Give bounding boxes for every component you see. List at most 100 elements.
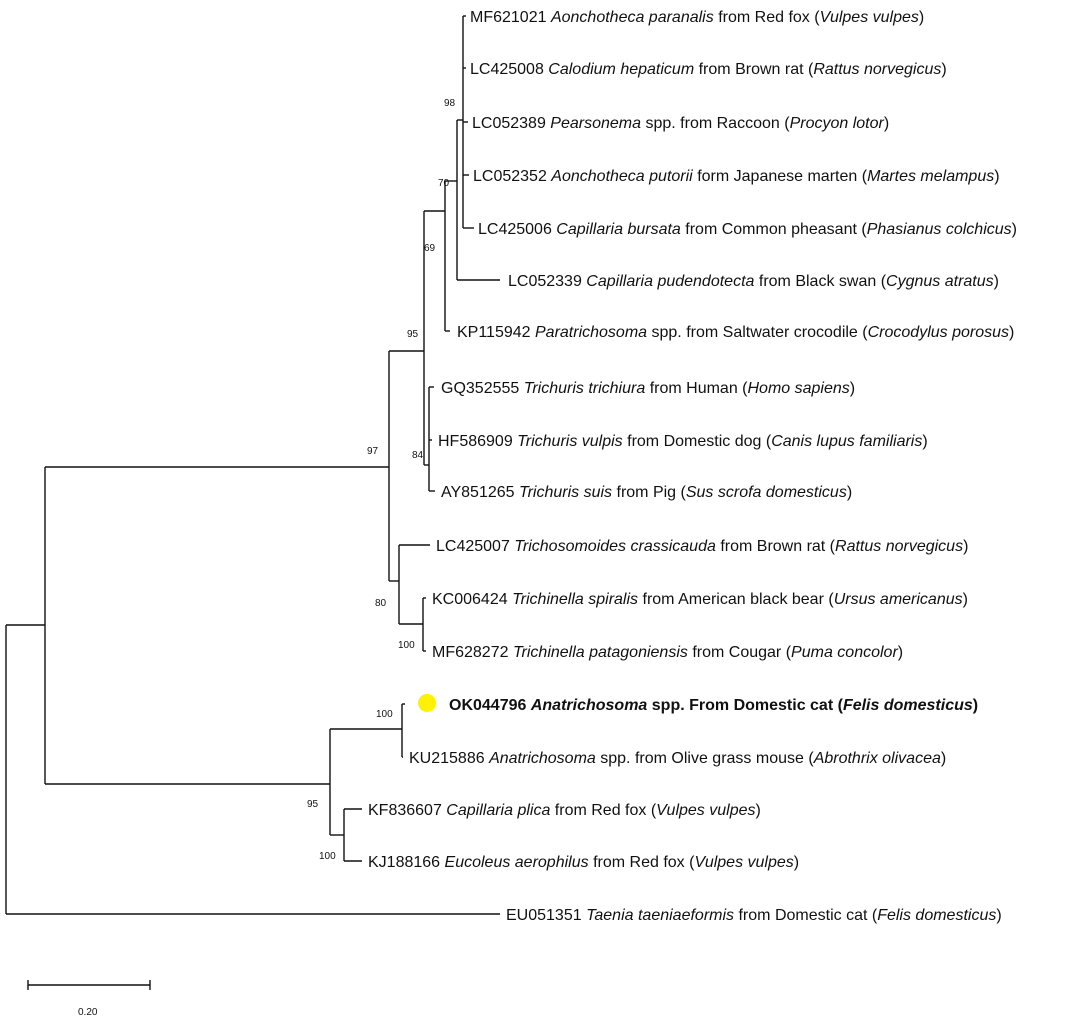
leaf-label: LC425006 Capillaria bursata from Common … <box>478 221 1017 238</box>
host-name: Common pheasant <box>722 221 858 238</box>
host-name: Domestic dog <box>664 433 762 450</box>
host-scientific-name: Vulpes vulpes <box>656 802 755 819</box>
bootstrap-value: 84 <box>412 450 424 461</box>
connector-word: From <box>689 697 729 714</box>
host-name: Olive grass mouse <box>671 750 804 767</box>
connector-word: from <box>680 115 712 132</box>
host-name: American black bear <box>678 591 825 608</box>
host-scientific-name: Homo sapiens <box>748 380 850 397</box>
host-name: Red fox <box>591 802 646 819</box>
host-name: Brown rat <box>757 538 826 555</box>
accession-number: GQ352555 <box>441 380 519 397</box>
parasite-name: Trichosomoides crassicauda <box>514 538 716 555</box>
accession-number: EU051351 <box>506 907 582 924</box>
host-scientific-name: Procyon lotor <box>790 115 885 132</box>
connector-word: from <box>627 433 659 450</box>
accession-number: LC425008 <box>470 61 544 78</box>
accession-number: LC052389 <box>472 115 546 132</box>
host-scientific-name: Felis domesticus <box>843 697 973 714</box>
host-scientific-name: Martes melampus <box>867 168 994 185</box>
parasite-name: Aonchotheca putorii <box>550 168 693 185</box>
accession-number: KJ188166 <box>368 854 440 871</box>
parasite-name: Trichuris vulpis <box>517 433 623 450</box>
host-name: Brown rat <box>735 61 804 78</box>
connector-word: from <box>555 802 587 819</box>
connector-word: from <box>635 750 667 767</box>
connector-word: from <box>617 484 649 501</box>
bootstrap-value: 100 <box>376 709 393 720</box>
accession-number: KF836607 <box>368 802 442 819</box>
host-name: Domestic cat <box>775 907 868 924</box>
scale-bar: 0.20 <box>27 980 151 1018</box>
leaf-label: LC052339 Capillaria pudendotecta from Bl… <box>508 273 999 290</box>
parasite-name: Anatrichosoma <box>530 697 648 714</box>
highlight-marker-icon <box>418 694 436 712</box>
accession-number: OK044796 <box>449 697 526 714</box>
parasite-name: Taenia taeniaeformis <box>586 907 734 924</box>
host-scientific-name: Phasianus colchicus <box>867 221 1012 238</box>
connector-word: from <box>718 9 750 26</box>
leaf-label: HF586909 Trichuris vulpis from Domestic … <box>438 433 928 450</box>
accession-number: KU215886 <box>409 750 485 767</box>
leaf-label: KU215886 Anatrichosoma spp. from Olive g… <box>409 750 946 767</box>
host-scientific-name: Crocodylus porosus <box>868 324 1009 341</box>
accession-number: LC425006 <box>478 221 552 238</box>
connector-word: from <box>686 324 718 341</box>
connector-word: from <box>685 221 717 238</box>
host-scientific-name: Vulpes vulpes <box>694 854 793 871</box>
parasite-name: Trichinella patagoniensis <box>513 644 688 661</box>
leaf-label: KF836607 Capillaria plica from Red fox (… <box>368 802 761 819</box>
host-scientific-name: Rattus norvegicus <box>835 538 963 555</box>
connector-word: from <box>643 591 675 608</box>
leaf-label: LC425008 Calodium hepaticum from Brown r… <box>470 61 947 78</box>
leaf-label-highlighted: OK044796 Anatrichosoma spp. From Domesti… <box>449 697 978 714</box>
leaf-label: LC052352 Aonchotheca putorii form Japane… <box>473 168 1000 185</box>
leaf-label: KP115942 Paratrichosoma spp. from Saltwa… <box>457 324 1014 341</box>
leaf-label: KJ188166 Eucoleus aerophilus from Red fo… <box>368 854 799 871</box>
parasite-name: Anatrichosoma <box>488 750 596 767</box>
spp-label: spp. <box>652 697 685 714</box>
host-name: Japanese marten <box>734 168 858 185</box>
parasite-name: Aonchotheca paranalis <box>550 9 714 26</box>
bootstrap-value: 69 <box>424 243 436 254</box>
bootstrap-value: 98 <box>444 98 456 109</box>
host-scientific-name: Felis domesticus <box>877 907 996 924</box>
leaf-labels: MF621021 Aonchotheca paranalis from Red … <box>368 9 1017 924</box>
accession-number: MF628272 <box>432 644 509 661</box>
connector-word: from <box>650 380 682 397</box>
parasite-name: Capillaria pudendotecta <box>586 273 754 290</box>
leaf-label: AY851265 Trichuris suis from Pig (Sus sc… <box>441 484 852 501</box>
bootstrap-value: 100 <box>319 851 336 862</box>
host-name: Pig <box>653 484 676 501</box>
accession-number: HF586909 <box>438 433 513 450</box>
accession-number: MF621021 <box>470 9 547 26</box>
spp-label: spp. <box>600 750 630 767</box>
leaf-label: LC052389 Pearsonema spp. from Raccoon (P… <box>472 115 889 132</box>
bootstrap-value: 95 <box>407 329 419 340</box>
spp-label: spp. <box>652 324 682 341</box>
parasite-name: Capillaria plica <box>446 802 550 819</box>
parasite-name: Capillaria bursata <box>556 221 681 238</box>
accession-number: KC006424 <box>432 591 508 608</box>
parasite-name: Trichinella spiralis <box>512 591 638 608</box>
leaf-label: LC425007 Trichosomoides crassicauda from… <box>436 538 968 555</box>
bootstrap-value: 80 <box>375 598 387 609</box>
accession-number: KP115942 <box>457 324 531 341</box>
connector-word: form <box>697 168 729 185</box>
parasite-name: Pearsonema <box>550 115 641 132</box>
parasite-name: Trichuris suis <box>519 484 612 501</box>
scale-bar-label: 0.20 <box>78 1007 98 1018</box>
host-name: Raccoon <box>717 115 780 132</box>
leaf-label: MF621021 Aonchotheca paranalis from Red … <box>470 9 924 26</box>
host-name: Saltwater crocodile <box>723 324 858 341</box>
host-name: Red fox <box>630 854 685 871</box>
parasite-name: Eucoleus aerophilus <box>445 854 589 871</box>
host-name: Red fox <box>755 9 810 26</box>
connector-word: from <box>699 61 731 78</box>
bootstrap-value: 97 <box>367 446 379 457</box>
accession-number: LC425007 <box>436 538 510 555</box>
host-scientific-name: Ursus americanus <box>834 591 963 608</box>
connector-word: from <box>759 273 791 290</box>
host-scientific-name: Canis lupus familiaris <box>771 433 922 450</box>
